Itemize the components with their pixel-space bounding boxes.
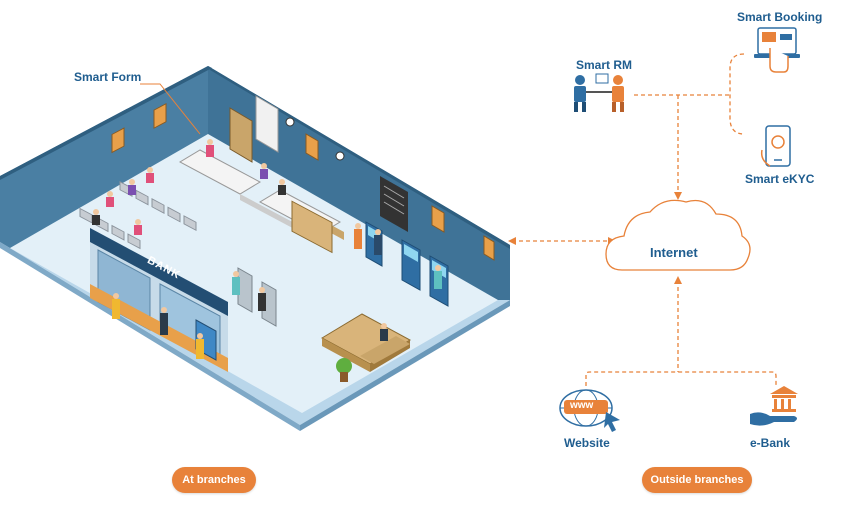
wall-picture xyxy=(305,133,319,161)
smart-booking-icon xyxy=(754,27,800,73)
outside-bracket xyxy=(585,371,777,386)
smart-form-pointer xyxy=(140,83,201,135)
branch-room xyxy=(0,66,510,431)
right-wall xyxy=(208,66,510,300)
ebank-label: e-Bank xyxy=(750,436,791,450)
smart-form-label: Smart Form xyxy=(74,70,142,84)
smart-rm-label: Smart RM xyxy=(576,58,633,72)
smart-ekyc-icon xyxy=(760,125,791,167)
wall-picture xyxy=(153,102,167,129)
people xyxy=(92,139,442,359)
back-door xyxy=(255,95,279,153)
bank-base-strip xyxy=(90,284,228,372)
plant xyxy=(336,358,352,374)
booking-ekyc-bracket xyxy=(729,53,745,135)
smart-ekyc-label: Smart eKYC xyxy=(745,172,815,186)
bank-sign-band xyxy=(90,228,228,316)
room-floor-edge-right xyxy=(300,300,510,431)
website-icon xyxy=(559,389,620,432)
smart-rm-icon xyxy=(574,73,624,112)
www-text: www xyxy=(570,400,594,411)
wall-picture xyxy=(431,205,445,233)
waiting-chairs xyxy=(79,181,197,250)
info-board xyxy=(380,176,408,232)
at-branches-button[interactable]: At branches xyxy=(172,467,256,493)
desk xyxy=(291,200,333,254)
shelf xyxy=(229,107,253,163)
room-floor-edge-left xyxy=(0,242,300,431)
clock-icon xyxy=(335,151,345,161)
wall-picture xyxy=(111,127,125,154)
outside-branches-button[interactable]: Outside branches xyxy=(642,467,752,493)
connectors xyxy=(512,53,777,386)
wall-top-right xyxy=(208,66,510,249)
internet-cloud-icon xyxy=(605,199,751,271)
internet-label: Internet xyxy=(650,245,698,260)
clock-icon xyxy=(285,117,295,127)
website-label: Website xyxy=(564,436,610,450)
wall-top-left xyxy=(0,66,212,180)
smart-booking-label: Smart Booking xyxy=(737,10,823,24)
wall-picture xyxy=(483,235,495,261)
ebank-icon xyxy=(750,386,798,426)
